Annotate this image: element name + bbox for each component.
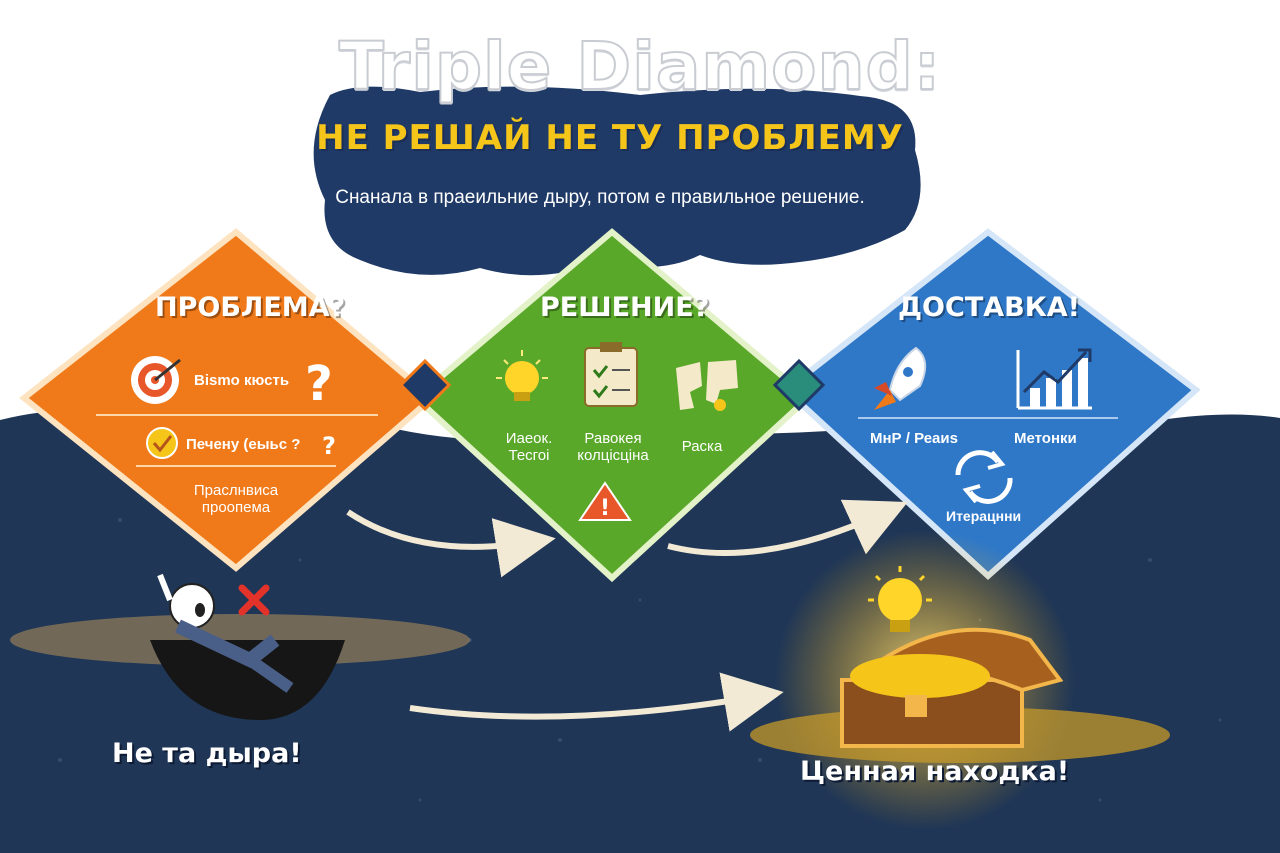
wrong-hole-label: Не та дыра! — [112, 738, 302, 769]
page-subtitle: НЕ РЕШАЙ НЕ ТУ ПРОБЛЕМУ — [316, 118, 904, 158]
problem-item-1: Bismo кюсть — [194, 372, 290, 389]
solution-item-2-line1: Равокея — [584, 430, 642, 447]
cross-icon — [238, 584, 270, 616]
arrow-3 — [409, 672, 784, 732]
cycle-arrows-icon — [955, 450, 1013, 504]
problem-title: ПРОБЛЕМА? — [155, 292, 346, 323]
checkmark-icon — [146, 427, 178, 459]
delivery-title: ДОСТАВКА! — [898, 292, 1080, 323]
wrong-hole-illustration — [10, 573, 470, 720]
growth-chart-icon — [1016, 348, 1092, 410]
problem-item-3-line2: проопема — [201, 499, 271, 516]
tagline: Снанала в праеильние дыру, потом е прави… — [335, 187, 865, 208]
svg-text:!: ! — [600, 496, 610, 521]
arrow-2 — [667, 499, 908, 556]
small-question-icon: ? — [322, 432, 336, 460]
solution-item-1-line1: Иаеок. — [505, 430, 553, 447]
rocket-icon — [874, 346, 927, 410]
problem-item-3-line1: Праслнвиса — [193, 482, 279, 499]
solution-item-1-line2: Тесгоі — [508, 447, 550, 464]
delivery-item-2: Метонки — [1014, 430, 1077, 447]
question-mark-icon: ? — [305, 356, 333, 412]
diamond-problem — [19, 228, 437, 572]
solution-item-2-line2: колцісціна — [577, 447, 649, 464]
problem-item-3: Праслнвиса проопема — [176, 482, 296, 516]
warning-icon: ! — [578, 481, 632, 521]
puzzle-icon — [676, 360, 738, 411]
clipboard-icon — [584, 342, 638, 407]
lightbulb-icon — [496, 350, 548, 401]
connector-green-blue — [772, 358, 826, 412]
solution-item-3: Раска — [681, 438, 723, 455]
solution-title: РЕШЕНИЕ? — [540, 292, 710, 323]
delivery-item-1: МнР / Реаиs — [870, 430, 958, 447]
solution-item-2: Равокея колцісціна — [568, 430, 658, 464]
connector-orange-green — [398, 358, 452, 412]
delivery-item-3: Итерацнни — [946, 508, 1022, 524]
treasure-chest-icon — [750, 530, 1170, 830]
problem-item-2: Печену (еыьс ? — [186, 436, 301, 453]
arrow-1 — [346, 509, 556, 578]
solution-item-1: Иаеок. Тесгоі — [494, 430, 564, 464]
target-icon — [131, 356, 181, 404]
treasure-label: Ценная находка! — [800, 756, 1070, 787]
header-banner — [313, 86, 921, 276]
page-title: Triple Diamond: — [338, 27, 942, 106]
